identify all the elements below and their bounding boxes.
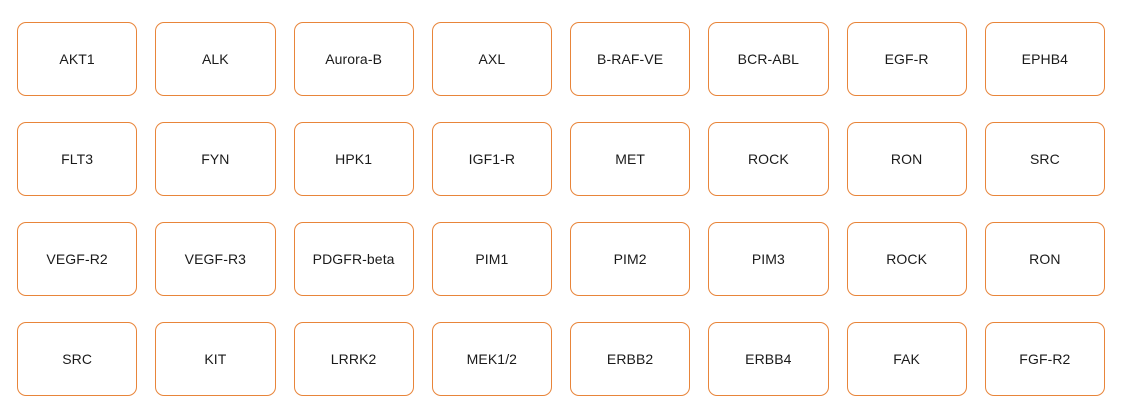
node-box[interactable]: ALK	[155, 22, 276, 96]
node-label: ERBB2	[606, 351, 654, 367]
node-label: LRRK2	[330, 351, 377, 367]
node-box[interactable]: EPHB4	[984, 22, 1105, 96]
node-label: AKT1	[59, 51, 95, 67]
node-label: BCR-ABL	[737, 51, 800, 67]
node-box[interactable]: MEK1/2	[431, 322, 552, 396]
node-box[interactable]: LRRK2	[293, 322, 414, 396]
node-label: ALK	[201, 51, 229, 67]
node-box[interactable]: ROCK	[846, 222, 967, 296]
node-label: Aurora-B	[325, 51, 383, 67]
node-label: AXL	[478, 51, 506, 67]
node-label: VEGF-R2	[46, 251, 108, 267]
node-label: ERBB4	[745, 351, 792, 367]
node-box[interactable]: RON	[846, 122, 967, 196]
node-label: PDGFR-beta	[312, 251, 395, 267]
node-box[interactable]: AKT1	[17, 22, 138, 96]
node-label: PIM1	[475, 251, 509, 267]
node-label: ROCK	[747, 151, 789, 167]
node-box[interactable]: MET	[570, 122, 691, 196]
node-label: RON	[1029, 251, 1061, 267]
node-box[interactable]: AXL	[431, 22, 552, 96]
node-label: EGF-R	[884, 51, 929, 67]
node-label: IGF1-R	[468, 151, 516, 167]
node-label: KIT	[204, 351, 227, 367]
node-box[interactable]: KIT	[155, 322, 276, 396]
node-label: FAK	[893, 351, 920, 367]
node-box[interactable]: FAK	[846, 322, 967, 396]
node-box[interactable]: PIM1	[431, 222, 552, 296]
node-box[interactable]: BCR-ABL	[708, 22, 829, 96]
node-label: FLT3	[61, 151, 94, 167]
node-label: EPHB4	[1021, 51, 1069, 67]
node-box[interactable]: VEGF-R2	[17, 222, 138, 296]
node-box[interactable]: PIM2	[570, 222, 691, 296]
node-label: PIM3	[751, 251, 785, 267]
node-label: SRC	[1029, 151, 1060, 167]
node-label: RON	[890, 151, 923, 167]
node-box[interactable]: VEGF-R3	[155, 222, 276, 296]
node-label: VEGF-R3	[184, 251, 247, 267]
node-box[interactable]: FGF-R2	[984, 322, 1105, 396]
node-box[interactable]: IGF1-R	[431, 122, 552, 196]
node-label: FGF-R2	[1019, 351, 1071, 367]
node-box[interactable]: EGF-R	[846, 22, 967, 96]
node-box[interactable]: SRC	[984, 122, 1105, 196]
node-box[interactable]: PDGFR-beta	[293, 222, 414, 296]
node-label: HPK1	[335, 151, 373, 167]
node-label: SRC	[62, 351, 93, 367]
node-label: B-RAF-VE	[597, 51, 664, 67]
node-label: MEK1/2	[466, 351, 518, 367]
node-box[interactable]: FYN	[155, 122, 276, 196]
node-label: ROCK	[886, 251, 928, 267]
node-box[interactable]: HPK1	[293, 122, 414, 196]
node-box[interactable]: PIM3	[708, 222, 829, 296]
node-box[interactable]: FLT3	[17, 122, 138, 196]
node-box[interactable]: RON	[984, 222, 1105, 296]
node-label: FYN	[201, 151, 230, 167]
node-box[interactable]: SRC	[17, 322, 138, 396]
node-box[interactable]: Aurora-B	[293, 22, 414, 96]
node-label: MET	[615, 151, 646, 167]
node-box[interactable]: ERBB4	[708, 322, 829, 396]
node-label: PIM2	[613, 251, 647, 267]
node-box[interactable]: B-RAF-VE	[570, 22, 691, 96]
node-box[interactable]: ERBB2	[570, 322, 691, 396]
node-box[interactable]: ROCK	[708, 122, 829, 196]
